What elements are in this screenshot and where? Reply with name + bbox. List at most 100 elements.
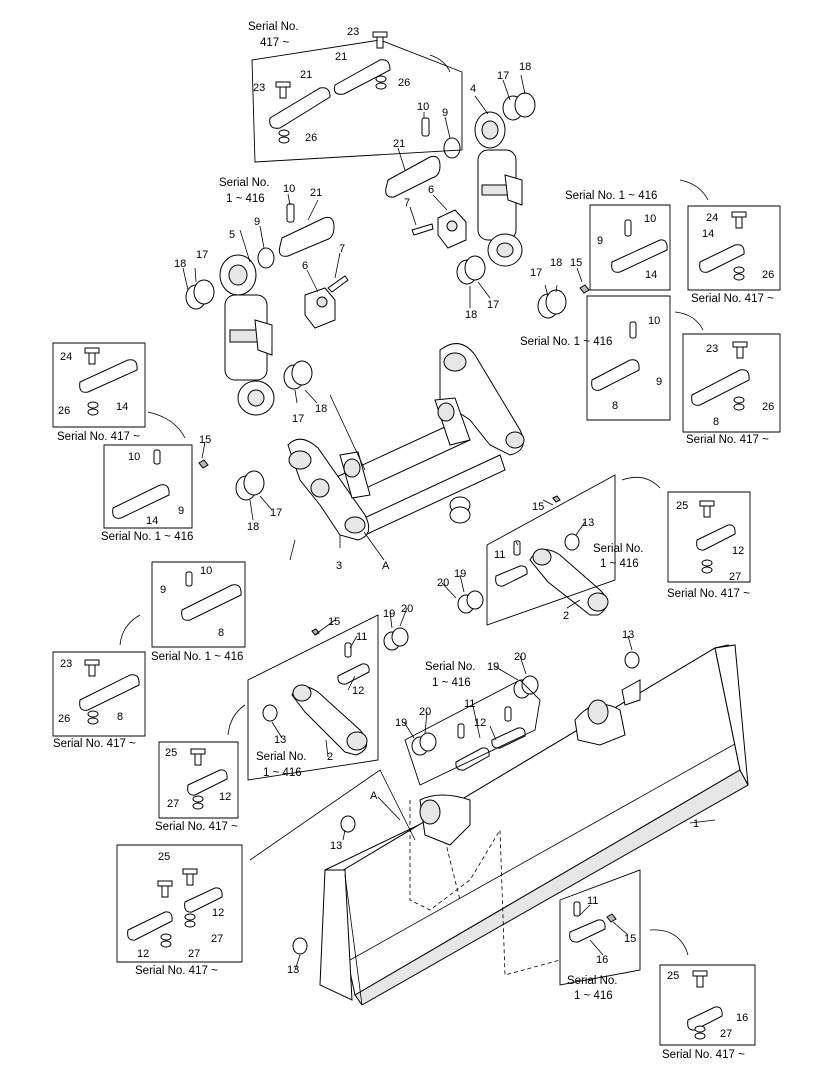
- callout-11: 11: [356, 631, 367, 643]
- link-lower: [291, 684, 368, 756]
- callout-20: 20: [514, 651, 526, 663]
- callout-26: 26: [305, 132, 317, 144]
- callout-12: 12: [732, 545, 744, 557]
- callout-7: 7: [339, 243, 345, 255]
- clamp-right: [437, 209, 467, 249]
- callout-23: 23: [347, 26, 359, 38]
- callout-13: 13: [622, 629, 634, 641]
- callout-12: 12: [219, 791, 231, 803]
- callout-21: 21: [393, 138, 405, 150]
- callout-17: 17: [487, 299, 499, 311]
- callout-10: 10: [200, 565, 212, 577]
- callout-20: 20: [401, 603, 413, 615]
- callout-26: 26: [398, 77, 410, 89]
- serial-range-label: 1 ~ 416: [226, 193, 265, 205]
- callout-15: 15: [328, 616, 340, 628]
- serial-label: Serial No. 1 ~ 416: [565, 190, 657, 202]
- clamp-left: [304, 287, 336, 329]
- callout-8: 8: [612, 400, 618, 412]
- detail-box-bottom-417-12: [116, 844, 243, 963]
- callout-10: 10: [128, 451, 140, 463]
- callout-9: 9: [442, 107, 448, 119]
- serial-label: Serial No. 417 ~: [155, 821, 238, 833]
- callout-27: 27: [188, 948, 200, 960]
- detail-box-left-417-8: [52, 651, 146, 737]
- callout-9: 9: [656, 376, 662, 388]
- callout-10: 10: [283, 183, 295, 195]
- callout-15: 15: [570, 257, 582, 269]
- serial-label: Serial No. 417 ~: [662, 1049, 745, 1061]
- cylinder-right: [474, 111, 523, 267]
- callout-9: 9: [160, 584, 166, 596]
- callout-20: 20: [419, 706, 431, 718]
- part-callouts: 23 21 21 23 26 26 4 17 18 10 9 21 6 7 10…: [58, 26, 774, 1040]
- callout-14: 14: [146, 515, 158, 527]
- serial-no-label: Serial No.: [256, 751, 307, 763]
- callout-17: 17: [292, 413, 304, 425]
- callout-21: 21: [300, 69, 312, 81]
- callout-15: 15: [624, 933, 636, 945]
- serial-label: Serial No. 417 ~: [691, 293, 774, 305]
- callout-27: 27: [720, 1028, 732, 1040]
- callout-10: 10: [417, 101, 429, 113]
- callout-17: 17: [270, 507, 282, 519]
- callout-1: 1: [693, 818, 699, 830]
- serial-label: Serial No. 417 ~: [135, 965, 218, 977]
- callout-2: 2: [563, 610, 569, 622]
- callout-24: 24: [706, 212, 718, 224]
- serial-label: Serial No. 417 ~: [667, 588, 750, 600]
- cylinder-left: [219, 254, 275, 416]
- callout-20: 20: [437, 577, 449, 589]
- callout-14: 14: [645, 269, 657, 281]
- serial-no-label: Serial No.: [567, 975, 618, 987]
- callout-26: 26: [58, 713, 70, 725]
- callout-4: 4: [470, 83, 476, 95]
- callout-11: 11: [587, 895, 598, 907]
- callout-27: 27: [729, 571, 741, 583]
- callout-2: 2: [327, 751, 333, 763]
- detail-box-pin-8-417: [682, 333, 781, 433]
- frame-assembly: [287, 343, 525, 541]
- callout-10: 10: [648, 315, 660, 327]
- callout-12: 12: [474, 717, 486, 729]
- callout-14: 14: [116, 401, 128, 413]
- serial-range-label: 1 ~ 416: [600, 558, 639, 570]
- callout-25: 25: [676, 500, 688, 512]
- callout-19: 19: [487, 661, 499, 673]
- detail-box-pin-16-1-416: [559, 869, 641, 986]
- detail-box-pin-14-417: [687, 205, 781, 291]
- serial-no-label: Serial No.: [425, 661, 476, 673]
- callout-23: 23: [706, 343, 718, 355]
- callout-9: 9: [178, 505, 184, 517]
- callout-17: 17: [196, 249, 208, 261]
- serial-label: Serial No. 1 ~ 416: [520, 336, 612, 348]
- serial-label: Serial No. 417 ~: [686, 434, 769, 446]
- detail-box-pin-14-1-416: [589, 204, 671, 291]
- callout-6: 6: [428, 184, 434, 196]
- detail-box-left-1-416-14: [103, 444, 193, 529]
- callout-13: 13: [582, 517, 594, 529]
- callout-13: 13: [330, 840, 342, 852]
- callout-19: 19: [454, 568, 466, 580]
- serial-label: Serial No. 417 ~: [53, 738, 136, 750]
- detail-box-center-12: [404, 679, 541, 786]
- pin-21-left: [278, 216, 335, 257]
- callout-19: 19: [395, 717, 407, 729]
- detail-box-right-417-12: [667, 491, 751, 583]
- serial-range-label: 1 ~ 416: [574, 990, 613, 1002]
- callout-24: 24: [60, 351, 72, 363]
- callout-16: 16: [736, 1012, 748, 1024]
- callout-12: 12: [137, 948, 149, 960]
- detail-box-link-upper: [486, 474, 616, 626]
- callout-18: 18: [174, 258, 186, 270]
- callout-8: 8: [713, 416, 719, 428]
- callout-25: 25: [165, 747, 177, 759]
- callout-14: 14: [702, 228, 714, 240]
- callout-6: 6: [302, 260, 308, 272]
- callout-13: 13: [287, 964, 299, 976]
- callout-3: 3: [336, 560, 342, 572]
- callout-16: 16: [596, 954, 608, 966]
- callout-21: 21: [310, 187, 322, 199]
- serial-range-label: 417 ~: [260, 37, 289, 49]
